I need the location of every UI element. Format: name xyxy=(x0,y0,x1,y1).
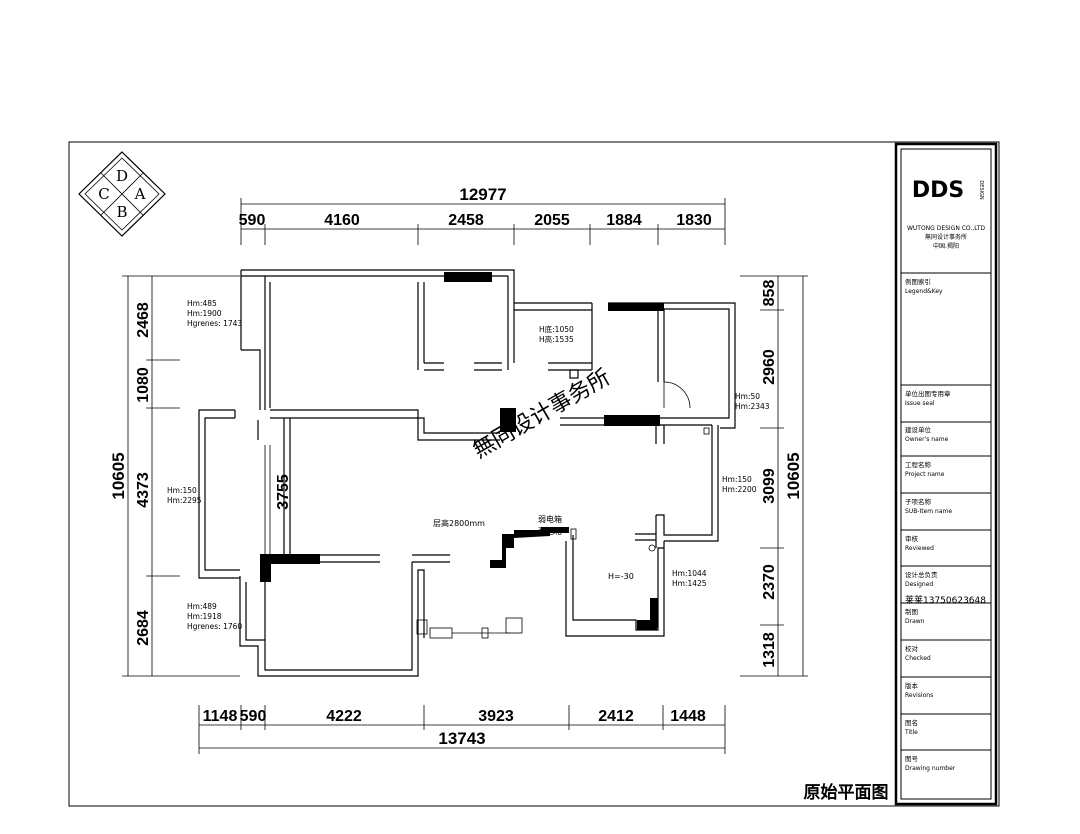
note-7-line-1: Hm:489 xyxy=(187,602,217,611)
note-2-line-2: H高:1535 xyxy=(539,334,574,344)
right-seg-1: 858 xyxy=(761,280,778,307)
right-seg-4: 2370 xyxy=(761,564,778,600)
note-3-line-1: Hm:50 xyxy=(735,392,760,401)
strong-box-label: 强电箱 xyxy=(538,526,562,536)
tb-row-10-cn: 版本 xyxy=(905,681,919,690)
weak-box-label: 弱电箱 xyxy=(538,514,562,524)
top-seg-3: 2458 xyxy=(448,212,484,229)
tb-row-3-en: Owner's name xyxy=(905,436,949,443)
left-seg-3: 4373 xyxy=(135,472,152,508)
compass-icon: D C A B xyxy=(78,151,166,237)
note-7-line-2: Hm:1918 xyxy=(187,612,222,621)
note-2-line-1: H底:1050 xyxy=(539,324,574,334)
tb-row-12-en: Drawing number xyxy=(905,765,956,772)
top-dimensions: 12977 590 4160 2458 2055 1884 1830 xyxy=(239,185,726,245)
top-seg-2: 4160 xyxy=(324,212,360,229)
top-seg-1: 590 xyxy=(239,212,266,229)
tb-row-5-en: SUB-Item name xyxy=(905,508,952,515)
top-seg-5: 1884 xyxy=(606,212,642,229)
bottom-seg-3: 4222 xyxy=(326,708,362,725)
note-1-line-2: Hm:1900 xyxy=(187,309,222,318)
left-seg-1: 2468 xyxy=(135,302,152,338)
title-block: DDS DESIGN WUTONG DESIGN CO.,LTD 無同设计事务所… xyxy=(894,142,998,806)
ceiling-height-note: 层高2800mm xyxy=(433,518,485,528)
right-dimensions: 858 2960 3099 2370 1318 10605 xyxy=(740,275,808,677)
bottom-seg-1: 1148 xyxy=(203,708,238,725)
note-6-line-2: Hm:1425 xyxy=(672,579,707,588)
tb-row-1-en: Legend&Key xyxy=(905,288,943,295)
note-4-line-1: Hm:150 xyxy=(167,486,197,495)
logo-side-text: DESIGN xyxy=(978,180,984,200)
right-seg-3: 3099 xyxy=(761,468,778,504)
floor-plan xyxy=(198,269,736,677)
plan-notes: Hm:485 Hm:1900 Hgrenes: 1743 H底:1050 H高:… xyxy=(167,299,770,631)
left-total: 10605 xyxy=(109,452,128,499)
tb-row-9-en: Checked xyxy=(905,655,931,662)
company-location: 中国.揭阳 xyxy=(933,242,959,250)
tb-row-6-cn: 审核 xyxy=(905,534,919,543)
tb-row-2-cn: 单位出图专用章 xyxy=(905,389,951,398)
company-cn: 無同设计事务所 xyxy=(925,233,967,241)
note-5-line-2: Hm:2200 xyxy=(722,485,757,494)
bottom-seg-6: 1448 xyxy=(670,708,706,725)
tb-row-2-en: Issue seal xyxy=(905,400,935,407)
drawing-title: 原始平面图 xyxy=(804,782,889,803)
note-5-line-1: Hm:150 xyxy=(722,475,752,484)
tb-row-4-cn: 工程名称 xyxy=(905,460,932,469)
right-seg-5: 1318 xyxy=(761,632,778,668)
note-3-line-2: Hm:2343 xyxy=(735,402,770,411)
compass-b: B xyxy=(116,203,127,221)
sheet-border xyxy=(68,141,1000,807)
right-seg-2: 2960 xyxy=(761,349,778,385)
tb-row-8-cn: 制图 xyxy=(905,607,918,616)
bottom-dimensions: 1148 590 4222 3923 2412 1448 13743 xyxy=(198,705,726,754)
tb-row-7-en: Designed xyxy=(905,581,933,588)
right-total: 10605 xyxy=(784,452,803,499)
bottom-seg-5: 2412 xyxy=(598,708,634,725)
tb-row-8-en: Drawn xyxy=(905,618,925,625)
compass-d: D xyxy=(116,167,128,185)
top-seg-6: 1830 xyxy=(676,212,712,229)
compass-c: C xyxy=(98,185,109,203)
tb-row-10-en: Revisions xyxy=(905,692,933,699)
note-4-line-2: Hm:2295 xyxy=(167,496,202,505)
company-en: WUTONG DESIGN CO.,LTD xyxy=(907,225,985,232)
note-6-line-1: Hm:1044 xyxy=(672,569,707,578)
tb-row-11-en: Title xyxy=(904,729,918,736)
bottom-seg-2: 590 xyxy=(240,708,267,725)
left-seg-2: 1080 xyxy=(135,367,152,403)
compass-a: A xyxy=(134,185,146,203)
tb-row-6-en: Reviewed xyxy=(905,545,934,552)
inner-dimension: 3755 xyxy=(275,474,292,510)
top-total: 12977 xyxy=(459,185,506,204)
note-1-line-1: Hm:485 xyxy=(187,299,217,308)
tb-row-5-cn: 子项名称 xyxy=(905,497,932,506)
note-1-line-3: Hgrenes: 1743 xyxy=(187,319,242,328)
bottom-total: 13743 xyxy=(438,729,485,748)
watermark: 無同设计事务所 xyxy=(469,365,615,464)
tb-row-12-cn: 图号 xyxy=(905,755,919,763)
bottom-seg-4: 3923 xyxy=(478,708,514,725)
logo-text: DDS xyxy=(912,178,964,203)
top-seg-4: 2055 xyxy=(534,212,570,229)
note-7-line-3: Hgrenes: 1760 xyxy=(187,622,242,631)
tb-row-7-cn: 设计总负责 xyxy=(905,570,938,579)
floor-level-note: H=-30 xyxy=(608,572,634,581)
left-dimensions: 10605 2468 1080 4373 2684 xyxy=(109,275,240,677)
tb-row-9-cn: 校对 xyxy=(905,644,919,653)
dds-logo: DDS DESIGN xyxy=(912,178,984,203)
tb-row-3-cn: 建设单位 xyxy=(905,425,932,434)
tb-row-4-en: Project name xyxy=(905,471,945,478)
tb-row-1-cn: 例图索引 xyxy=(905,277,931,286)
designer-signature: 莱莱13750623648 xyxy=(905,594,986,606)
tb-row-11-cn: 图名 xyxy=(905,718,918,727)
left-seg-4: 2684 xyxy=(135,610,152,646)
